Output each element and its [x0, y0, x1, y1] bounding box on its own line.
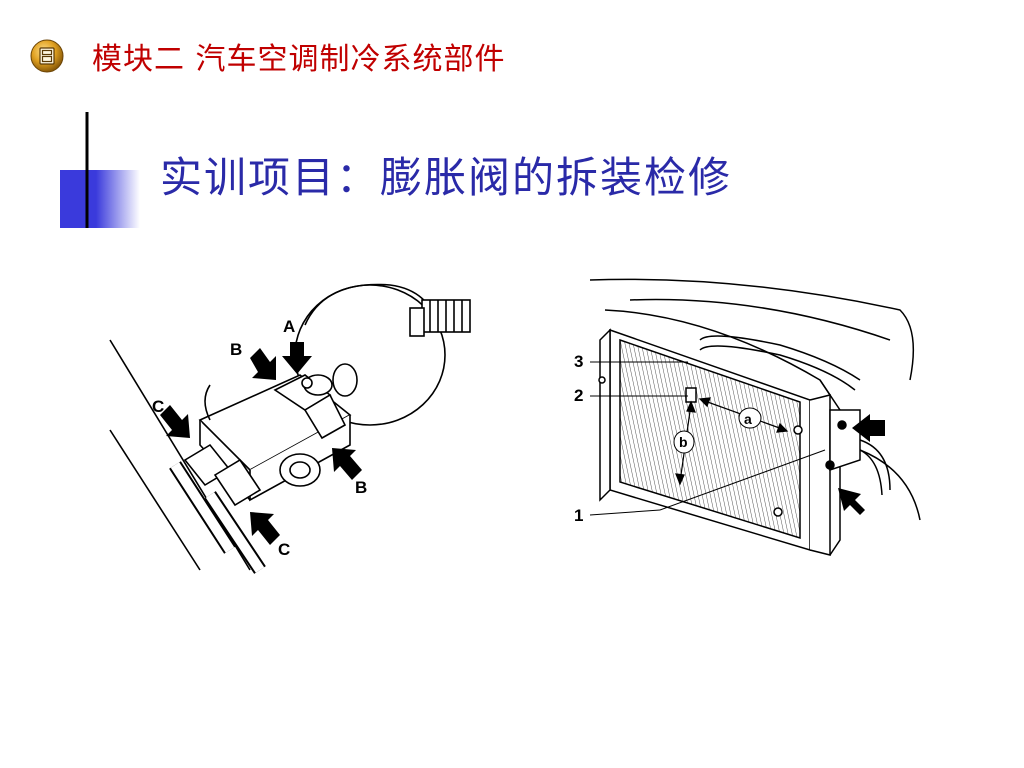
- callout-c-lower: C: [278, 540, 290, 559]
- callout-b-dim: b: [679, 434, 688, 450]
- callout-a-dim: a: [744, 411, 752, 427]
- callout-c-upper: C: [152, 397, 164, 416]
- module-title: 模块二 汽车空调制冷系统部件: [92, 42, 506, 77]
- callout-1: 1: [574, 506, 583, 525]
- callout-2: 2: [574, 386, 583, 405]
- evaporator-illustration: 3 2 1 a b: [560, 270, 930, 580]
- callout-a: A: [283, 317, 295, 336]
- expansion-valve-illustration: A B C B C: [100, 270, 490, 580]
- valve-drawing: A B C B C: [109, 283, 471, 574]
- callout-3: 3: [574, 352, 583, 371]
- module-header: 模块二 汽车空调制冷系统部件: [30, 36, 506, 77]
- callout-b-lower: B: [355, 478, 367, 497]
- callout-b-upper: B: [230, 340, 242, 359]
- title-decoration: [48, 112, 980, 228]
- accent-block: [60, 170, 140, 228]
- evaporator-drawing: 3 2 1 a b: [574, 278, 921, 556]
- slide-title: 实训项目：膨胀阀的拆装检修: [160, 153, 733, 202]
- document-icon: [30, 39, 64, 73]
